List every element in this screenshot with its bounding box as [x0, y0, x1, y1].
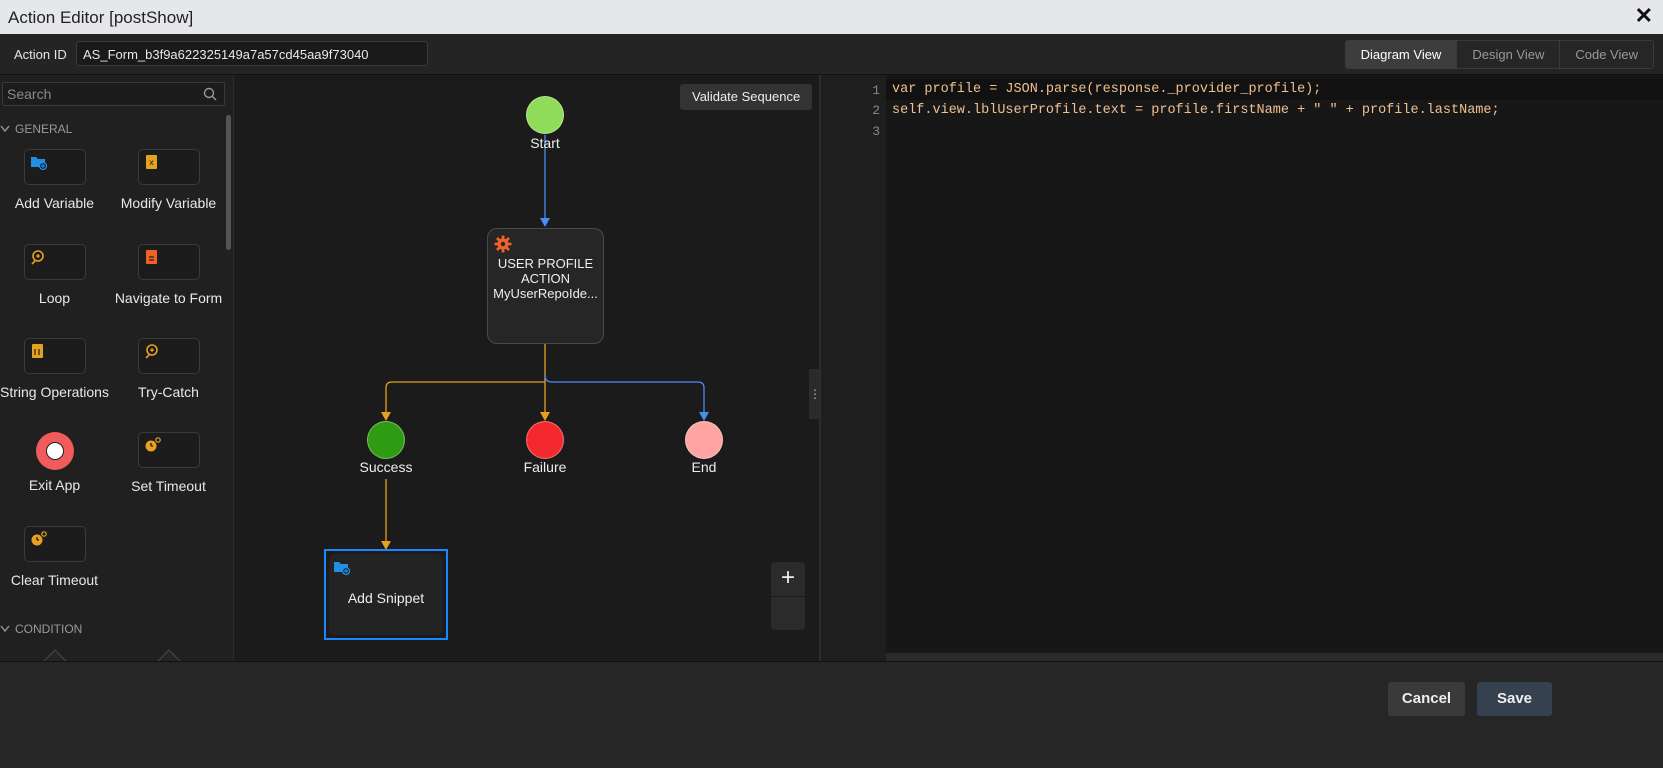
- tool-label: Clear Timeout: [10, 572, 99, 588]
- tool-label: Modify Variable: [120, 195, 217, 211]
- start-circle: [526, 96, 564, 134]
- tool-navigate-to-form[interactable]: Navigate to Form: [111, 244, 226, 306]
- search-input[interactable]: [2, 82, 225, 106]
- tool-label: Loop: [38, 290, 71, 306]
- active-line-highlight: [886, 79, 1663, 100]
- window-title: Action Editor [postShow]: [8, 8, 194, 27]
- tool-label: String Operations: [0, 384, 109, 400]
- success-circle: [367, 421, 405, 459]
- line-number: 3: [872, 124, 880, 139]
- zoom-controls: +: [771, 562, 805, 630]
- connector-success: [385, 381, 545, 412]
- window-titlebar: Action Editor [postShow] ✕: [0, 0, 1663, 34]
- close-icon[interactable]: ✕: [1634, 3, 1653, 28]
- failure-label: Failure: [523, 459, 567, 475]
- tab-diagram-view[interactable]: Diagram View: [1345, 41, 1457, 68]
- add-variable-icon: [30, 157, 47, 170]
- string-operations-icon: [31, 344, 43, 358]
- zoom-in-button[interactable]: +: [771, 562, 805, 597]
- tool-label: Exit App: [28, 477, 81, 493]
- diagram-canvas[interactable]: Validate Sequence Start USER PROFILE ACT…: [234, 75, 819, 661]
- gear-icon: [494, 235, 512, 253]
- view-switcher: Diagram View Design View Code View: [1344, 40, 1654, 69]
- section-label: CONDITION: [15, 622, 83, 636]
- tool-loop[interactable]: Loop: [0, 244, 112, 306]
- line-number-gutter: 1 2 3: [821, 75, 886, 661]
- tool-label: Add Variable: [14, 195, 95, 211]
- tool-clear-timeout[interactable]: Clear Timeout: [0, 526, 112, 588]
- tab-design-view[interactable]: Design View: [1456, 41, 1560, 68]
- code-area[interactable]: var profile = JSON.parse(response._provi…: [886, 75, 1663, 653]
- tool-label: Set Timeout: [131, 478, 206, 494]
- tool-exit-app[interactable]: Exit App: [0, 432, 112, 493]
- chevron-down-icon: [0, 625, 10, 633]
- end-label: End: [691, 459, 717, 475]
- editor-horizontal-scrollbar[interactable]: [886, 653, 1663, 661]
- search-icon[interactable]: [203, 87, 217, 101]
- action-id-field[interactable]: AS_Form_b3f9a622325149a7a57cd45aa9f73040: [76, 41, 428, 66]
- clear-timeout-icon: [31, 531, 47, 546]
- start-label: Start: [530, 135, 560, 151]
- pane-divider: [819, 75, 821, 661]
- action-id-label: Action ID: [14, 47, 67, 62]
- navigate-form-icon: [145, 250, 157, 264]
- snippet-icon: [334, 562, 351, 575]
- code-line[interactable]: self.view.lblUserProfile.text = profile.…: [892, 103, 1500, 118]
- try-catch-icon: [144, 344, 158, 359]
- line-number: 1: [872, 83, 880, 98]
- end-node[interactable]: End: [684, 421, 724, 481]
- chevron-down-icon: [0, 125, 10, 133]
- toolbox-sidebar: GENERAL Add Variable x Modify Variable L…: [0, 75, 234, 661]
- zoom-out-button[interactable]: [771, 597, 805, 630]
- section-label: GENERAL: [15, 122, 73, 136]
- tool-label: Navigate to Form: [114, 290, 223, 306]
- tool-modify-variable[interactable]: x Modify Variable: [111, 149, 226, 211]
- action-title-line3: MyUserRepoIde...: [493, 286, 598, 301]
- add-snippet-node[interactable]: Add Snippet: [324, 549, 448, 640]
- section-condition[interactable]: CONDITION: [0, 622, 82, 636]
- tool-label: Try-Catch: [138, 384, 199, 400]
- tool-add-variable[interactable]: Add Variable: [0, 149, 112, 211]
- start-node[interactable]: Start: [525, 96, 565, 156]
- tool-try-catch[interactable]: Try-Catch: [111, 338, 226, 400]
- condition-diamond-icon: [157, 649, 181, 661]
- loop-icon: [30, 250, 44, 265]
- diagram-connectors: [381, 135, 709, 550]
- snippet-label: Add Snippet: [347, 590, 425, 606]
- action-title-line2: ACTION: [520, 271, 571, 286]
- action-title-line1: USER PROFILE: [497, 256, 594, 271]
- success-label: Success: [359, 459, 413, 475]
- action-toolbar: Action ID AS_Form_b3f9a622325149a7a57cd4…: [0, 34, 1663, 75]
- validate-sequence-button[interactable]: Validate Sequence: [680, 84, 813, 110]
- modify-variable-icon: x: [145, 155, 157, 169]
- svg-text:x: x: [149, 158, 154, 167]
- success-node[interactable]: Success: [360, 421, 412, 481]
- section-general[interactable]: GENERAL: [0, 122, 72, 136]
- tool-string-operations[interactable]: String Operations: [0, 338, 112, 400]
- dialog-footer: Cancel Save: [0, 661, 1663, 768]
- save-button[interactable]: Save: [1477, 682, 1552, 716]
- code-line[interactable]: var profile = JSON.parse(response._provi…: [892, 82, 1322, 97]
- tool-set-timeout[interactable]: Set Timeout: [111, 432, 226, 494]
- exit-app-icon: [35, 432, 74, 470]
- condition-diamond-icon: [43, 649, 67, 661]
- line-number: 2: [872, 103, 880, 118]
- sidebar-scrollbar[interactable]: [226, 115, 231, 250]
- tab-code-view[interactable]: Code View: [1559, 41, 1653, 68]
- connector-end: [544, 374, 705, 412]
- cancel-button[interactable]: Cancel: [1388, 682, 1465, 716]
- end-circle: [685, 421, 723, 459]
- set-timeout-icon: [145, 437, 161, 452]
- user-profile-action-node[interactable]: USER PROFILE ACTION MyUserRepoIde...: [487, 228, 604, 344]
- failure-node[interactable]: Failure: [524, 421, 566, 481]
- failure-circle: [526, 421, 564, 459]
- resize-handle[interactable]: ⋮⋮: [809, 369, 832, 419]
- code-editor[interactable]: 1 2 3 var profile = JSON.parse(response.…: [821, 75, 1663, 661]
